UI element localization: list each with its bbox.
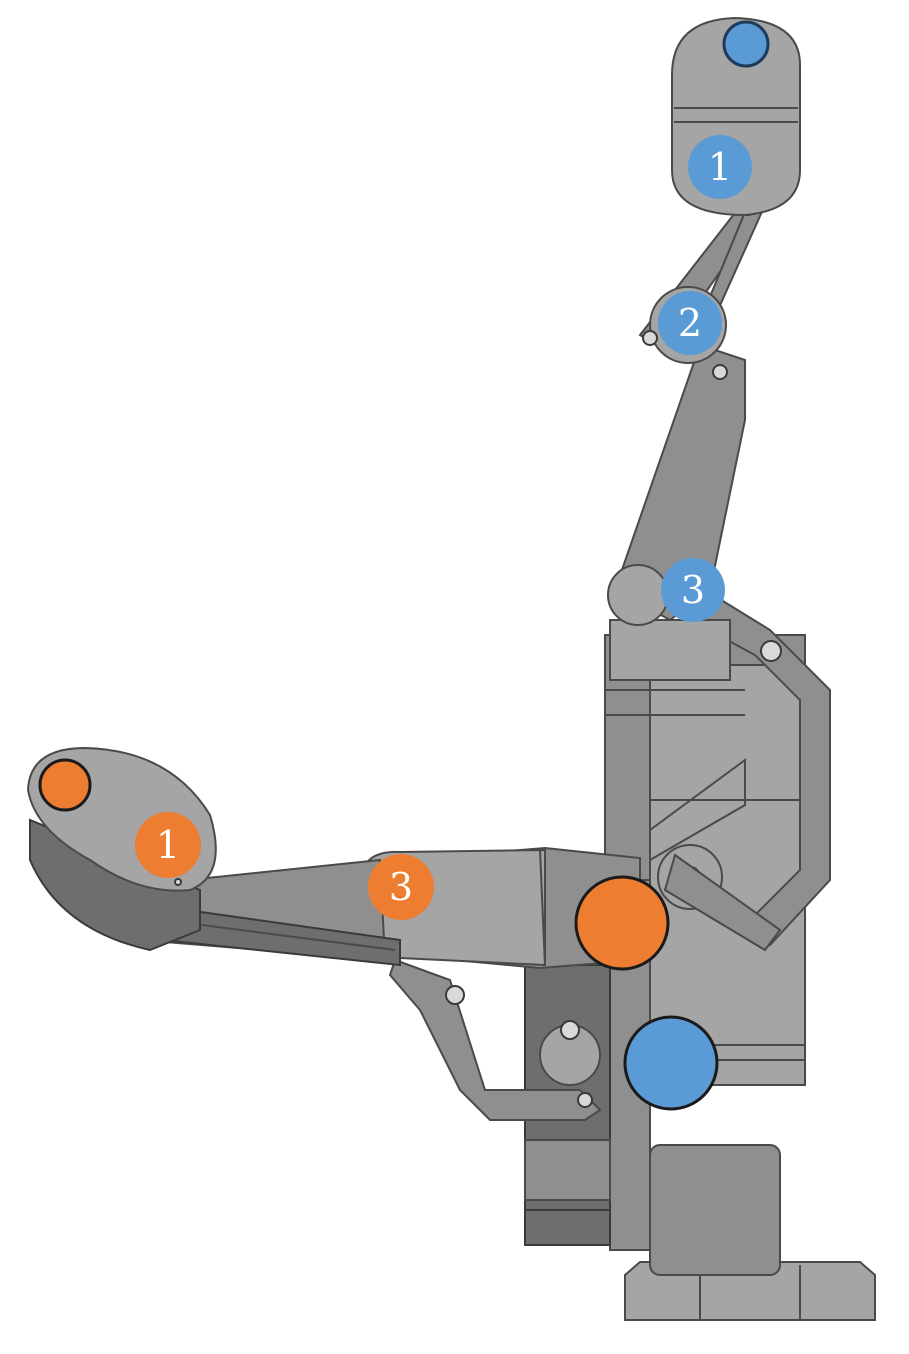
orange-joint-3: 3	[368, 854, 434, 920]
blue-joint-3: 3	[661, 558, 725, 622]
blue-joint-2: 2	[658, 291, 722, 355]
orange-joint-3-label: 3	[389, 865, 413, 909]
blue-joint-3-label: 3	[681, 568, 705, 612]
orange-joint-1-label: 1	[156, 823, 180, 867]
orange-base-joint-marker	[574, 875, 670, 971]
orange-fingertip-marker	[38, 758, 92, 812]
blue-joint-1: 1	[688, 135, 752, 199]
blue-base-joint-marker	[623, 1015, 719, 1111]
blue-joint-2-label: 2	[678, 301, 702, 345]
blue-fingertip-marker	[722, 20, 770, 68]
orange-finger	[26, 746, 641, 1121]
orange-joint-1: 1	[135, 812, 201, 878]
blue-joint-1-label: 1	[708, 145, 732, 189]
